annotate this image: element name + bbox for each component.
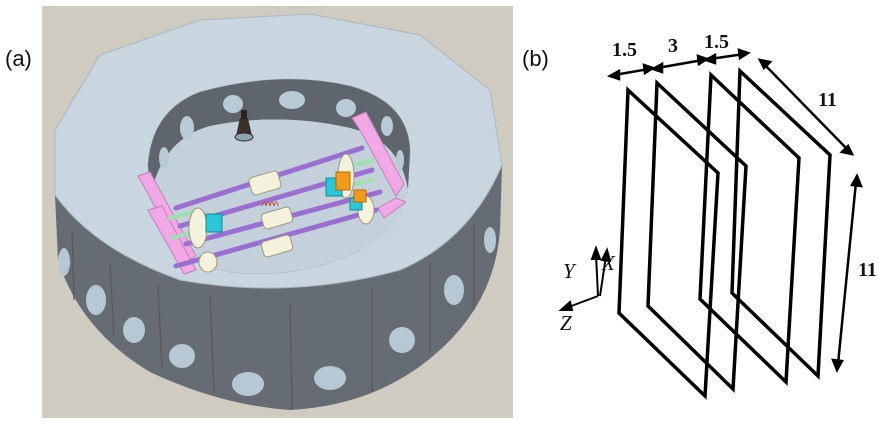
dim-height: 11 [858, 259, 877, 281]
axis-label-x: X [601, 251, 616, 275]
ring-side-holes [58, 227, 496, 396]
right-bracket [351, 111, 408, 219]
dim-gap-left: 1.5 [612, 39, 637, 61]
panel-b-schematic: 1.5 3 1.5 11 11 Y X Z [558, 31, 877, 400]
panel-b-label: (b) [522, 46, 549, 71]
plate-1 [617, 86, 720, 400]
plate-2 [646, 79, 748, 393]
panel-a-rendering [42, 6, 513, 418]
panel-a-label: (a) [5, 46, 32, 71]
plate-4 [730, 67, 832, 380]
dim-gap-right: 1.5 [704, 31, 729, 53]
collars [188, 153, 375, 273]
coil-detail [261, 201, 279, 207]
axis-label-y: Y [563, 259, 577, 283]
left-bracket [137, 171, 197, 275]
ring-inner-holes [159, 91, 404, 170]
coordinate-axes [558, 245, 612, 311]
plate-3 [698, 71, 801, 386]
orange-blocks [335, 171, 367, 203]
dim-gap-mid: 3 [668, 35, 678, 57]
axis-label-z: Z [560, 311, 572, 335]
dimension-arrows [606, 48, 863, 373]
cyan-blocks [205, 177, 363, 233]
dim-depth: 11 [818, 89, 837, 111]
horn-source [234, 110, 254, 142]
ring-outer-wall [55, 165, 502, 410]
plates [617, 67, 832, 400]
ring-facets [71, 226, 475, 411]
